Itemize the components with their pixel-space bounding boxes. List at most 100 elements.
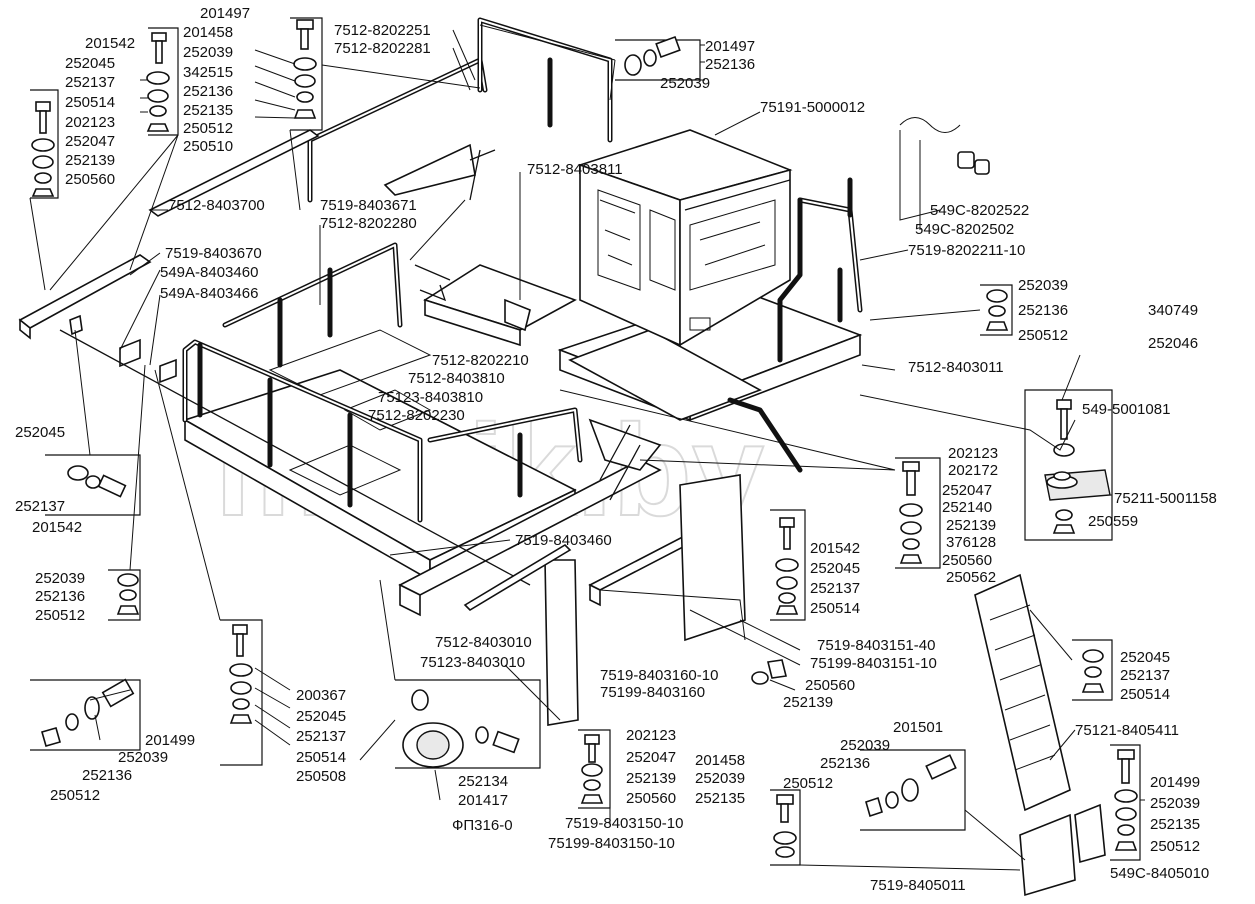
chain-clips bbox=[899, 117, 990, 175]
label-252039-h: 252039 bbox=[1150, 795, 1200, 812]
label-250512-c: 250512 bbox=[1018, 327, 1068, 344]
label-75191-5000012: 75191-5000012 bbox=[760, 99, 865, 116]
label-7512-8202210: 7512-8202210 bbox=[432, 352, 529, 369]
label-549c-8202502: 549С-8202502 bbox=[915, 221, 1014, 238]
label-7512-8202230: 7512-8202230 bbox=[368, 407, 465, 424]
label-75199-8403160: 75199-8403160 bbox=[600, 684, 705, 701]
label-252137-c: 252137 bbox=[810, 580, 860, 597]
label-201542-a: 201542 bbox=[85, 35, 135, 52]
label-201542-b: 201542 bbox=[32, 519, 82, 536]
label-252136-e: 252136 bbox=[82, 767, 132, 784]
label-252140: 252140 bbox=[942, 499, 992, 516]
label-250560-c: 250560 bbox=[805, 677, 855, 694]
label-202123-c: 202123 bbox=[626, 727, 676, 744]
label-252135-c: 252135 bbox=[1150, 816, 1200, 833]
label-201458-b: 201458 bbox=[695, 752, 745, 769]
label-549c-8202522: 549С-8202522 bbox=[930, 202, 1029, 219]
fastener-stack-bottom-mid bbox=[773, 794, 797, 858]
label-252139-c: 252139 bbox=[783, 694, 833, 711]
fastener-stack-bottom-right-b bbox=[1114, 749, 1138, 851]
label-250560-d: 250560 bbox=[626, 790, 676, 807]
label-250510: 250510 bbox=[183, 138, 233, 155]
handrails bbox=[182, 17, 863, 523]
label-7512-8403810: 7512-8403810 bbox=[408, 370, 505, 387]
label-252139-d: 252139 bbox=[626, 770, 676, 787]
label-340749: 340749 bbox=[1148, 302, 1198, 319]
fastener-stack-cab-right bbox=[985, 289, 1009, 331]
fastener-stack-left-mid bbox=[67, 465, 127, 498]
cab bbox=[577, 129, 793, 347]
fastener-stack-fp316 bbox=[402, 689, 520, 768]
label-7519-8202211-10: 7519-8202211-10 bbox=[908, 242, 1025, 259]
label-250560-b: 250560 bbox=[942, 552, 992, 569]
label-549a-8403460: 549А-8403460 bbox=[160, 264, 258, 281]
label-250512-d: 250512 bbox=[35, 607, 85, 624]
label-250512-a: 250512 bbox=[183, 120, 233, 137]
label-7512-8202280: 7512-8202280 bbox=[320, 215, 417, 232]
fastener-stack-b bbox=[293, 19, 317, 119]
label-7519-8405011: 7519-8405011 bbox=[870, 877, 966, 894]
label-252039-a: 252039 bbox=[183, 44, 233, 61]
label-7519-8403151-40: 7519-8403151-40 bbox=[817, 637, 935, 654]
label-549-5001081: 549-5001081 bbox=[1082, 401, 1170, 418]
label-75199-8403150-10: 75199-8403150-10 bbox=[548, 835, 675, 852]
fastener-stack-lower-left bbox=[229, 624, 253, 724]
label-252139-a: 252139 bbox=[65, 152, 115, 169]
label-252039-c: 252039 bbox=[1018, 277, 1068, 294]
label-252046: 252046 bbox=[1148, 335, 1198, 352]
label-7512-8403700: 7512-8403700 bbox=[168, 197, 265, 214]
label-250508: 250508 bbox=[296, 768, 346, 785]
label-252045-a: 252045 bbox=[65, 55, 115, 72]
fastener-stack-lower-center bbox=[580, 734, 604, 804]
label-252136-c: 252136 bbox=[1018, 302, 1068, 319]
label-250514-d: 250514 bbox=[296, 749, 346, 766]
hinge-plate bbox=[1044, 469, 1111, 501]
label-250514-c: 250514 bbox=[1120, 686, 1170, 703]
fastener-stack-top-right bbox=[624, 35, 681, 76]
label-250559: 250559 bbox=[1088, 513, 1138, 530]
fastener-stack-a bbox=[146, 32, 170, 132]
label-252047-c: 252047 bbox=[626, 749, 676, 766]
label-75121-8405411: 75121-8405411 bbox=[1075, 722, 1179, 739]
leader-lines bbox=[29, 24, 1145, 871]
label-201501: 201501 bbox=[893, 719, 943, 736]
fastener-stack-left-low bbox=[116, 573, 140, 615]
label-75211-5001158: 75211-5001158 bbox=[1114, 490, 1217, 507]
fastener-stack-c bbox=[31, 101, 55, 197]
label-75123-8403810: 75123-8403810 bbox=[378, 389, 483, 406]
label-252139-b: 252139 bbox=[946, 517, 996, 534]
fastener-stack-mid-right bbox=[899, 461, 923, 564]
label-252137-b: 252137 bbox=[15, 498, 65, 515]
label-252135-a: 252135 bbox=[183, 102, 233, 119]
label-250514-a: 250514 bbox=[65, 94, 115, 111]
label-252136-d: 252136 bbox=[35, 588, 85, 605]
label-252047-b: 252047 bbox=[942, 482, 992, 499]
label-250560-a: 250560 bbox=[65, 171, 115, 188]
label-7512-8403010: 7512-8403010 bbox=[435, 634, 532, 651]
label-201497-a: 201497 bbox=[200, 5, 250, 22]
label-252134: 252134 bbox=[458, 773, 508, 790]
label-252136-f: 252136 bbox=[820, 755, 870, 772]
label-252135-b: 252135 bbox=[695, 790, 745, 807]
label-252039-g: 252039 bbox=[695, 770, 745, 787]
label-250562: 250562 bbox=[946, 569, 996, 586]
label-75199-8403151-10: 75199-8403151-10 bbox=[810, 655, 937, 672]
fastener-stack-center-nut bbox=[751, 659, 787, 685]
label-202123-b: 202123 bbox=[948, 445, 998, 462]
label-252047-a: 252047 bbox=[65, 133, 115, 150]
label-7512-8403811: 7512-8403811 bbox=[527, 161, 623, 178]
label-201458-a: 201458 bbox=[183, 24, 233, 41]
label-7519-8403150-10: 7519-8403150-10 bbox=[565, 815, 683, 832]
label-7512-8202251: 7512-8202251 bbox=[334, 22, 431, 39]
label-201499-a: 201499 bbox=[145, 732, 195, 749]
label-7519-8403460: 7519-8403460 bbox=[515, 532, 612, 549]
label-342515: 342515 bbox=[183, 64, 233, 81]
label-7519-8403670: 7519-8403670 bbox=[165, 245, 262, 262]
label-250512-g: 250512 bbox=[1150, 838, 1200, 855]
part-labels: 201542 252045 252137 250514 202123 25204… bbox=[15, 5, 1217, 894]
label-7512-8202281: 7512-8202281 bbox=[334, 40, 431, 57]
label-7519-8403671: 7519-8403671 bbox=[320, 197, 417, 214]
label-252137-e: 252137 bbox=[296, 728, 346, 745]
fastener-stack-bottom-left bbox=[41, 678, 135, 747]
label-252039-e: 252039 bbox=[118, 749, 168, 766]
